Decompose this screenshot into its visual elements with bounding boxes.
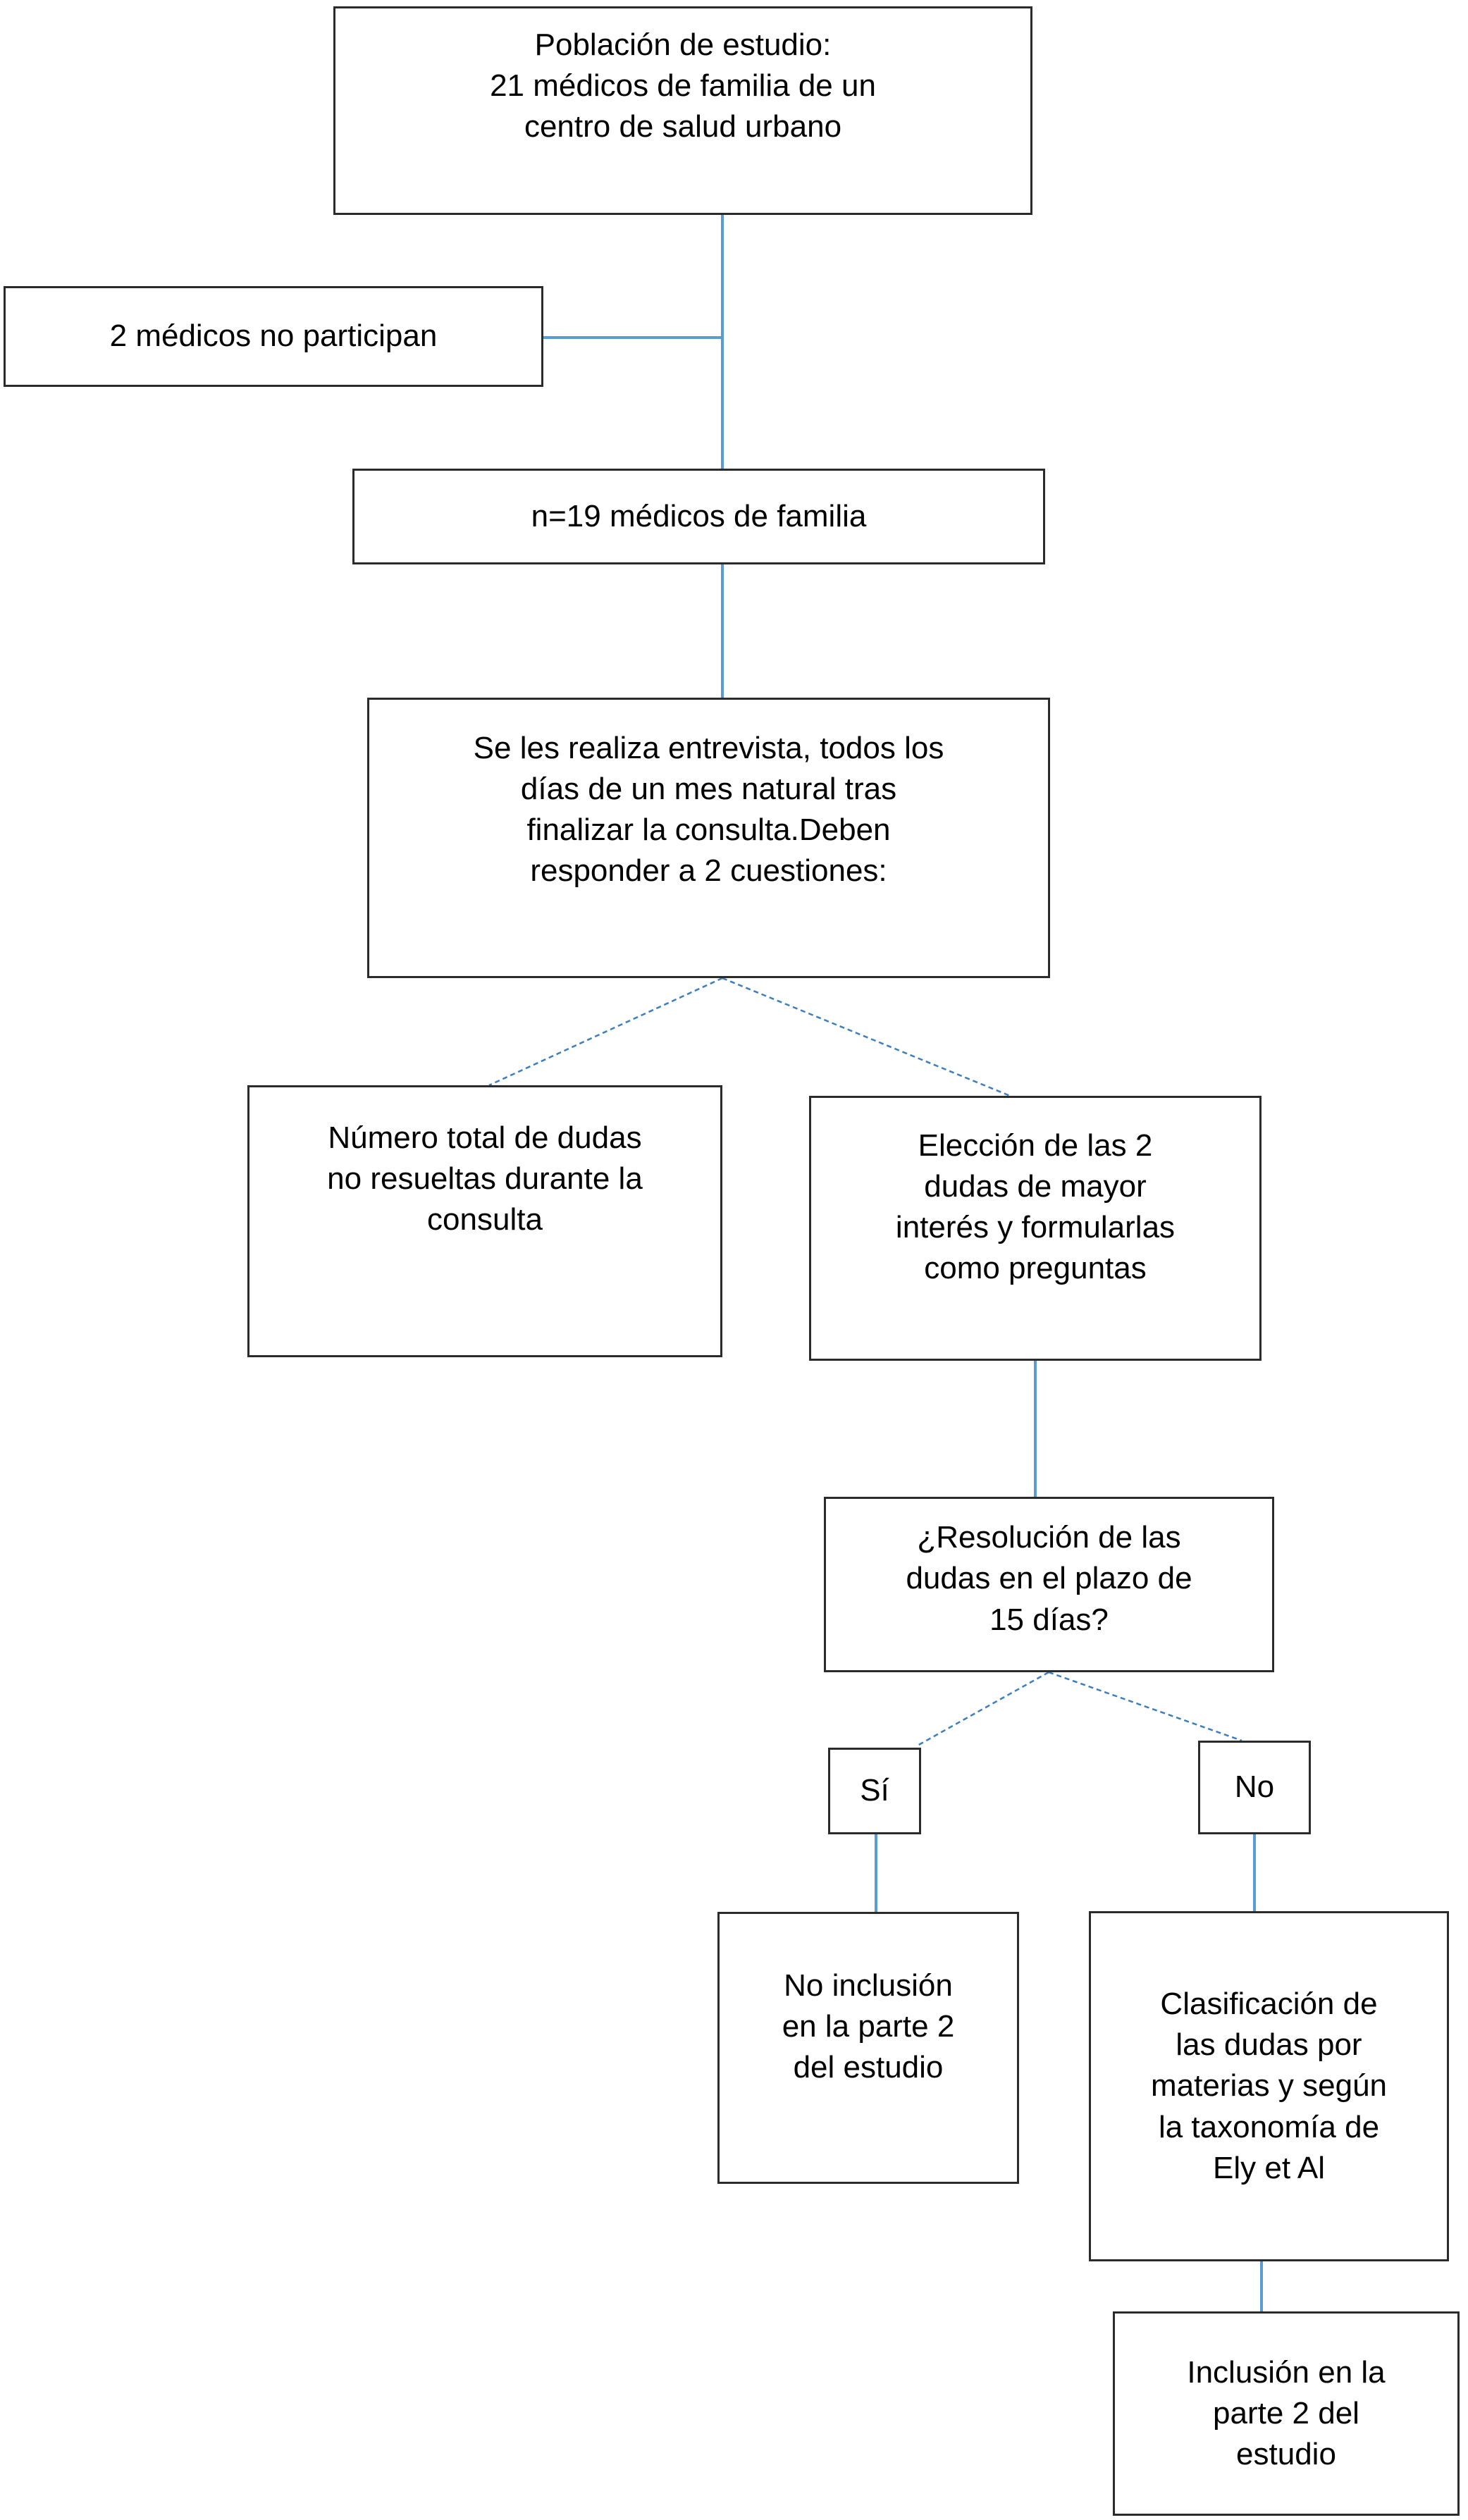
connector-entrevista-to-numerodudas [488,977,723,1087]
connector-entrevista-to-eleccion [722,977,1014,1099]
node-clasificacion-dudas: Clasificación de las dudas por materias … [1089,1911,1449,2261]
node-entrevista: Se les realiza entrevista, todos los día… [367,698,1050,978]
node-eleccion-dudas: Elección de las 2 dudas de mayor interés… [809,1096,1262,1361]
node-no-inclusion-parte2: No inclusión en la parte 2 del estudio [717,1912,1019,2184]
node-inclusion-parte2: Inclusión en la parte 2 del estudio [1113,2311,1460,2516]
node-numero-total-dudas: Número total de dudas no resueltas duran… [247,1085,722,1357]
connector-resolucion-to-si [915,1671,1049,1748]
node-poblacion-estudio: Población de estudio: 21 médicos de fami… [333,6,1032,215]
node-no: No [1198,1741,1311,1834]
node-n19-medicos: n=19 médicos de familia [352,469,1045,564]
node-resolucion-15-dias: ¿Resolución de las dudas en el plazo de … [824,1497,1274,1672]
node-medicos-no-participan: 2 médicos no participan [4,286,543,387]
node-si: Sí [828,1748,921,1834]
connector-resolucion-to-no [1048,1671,1242,1742]
